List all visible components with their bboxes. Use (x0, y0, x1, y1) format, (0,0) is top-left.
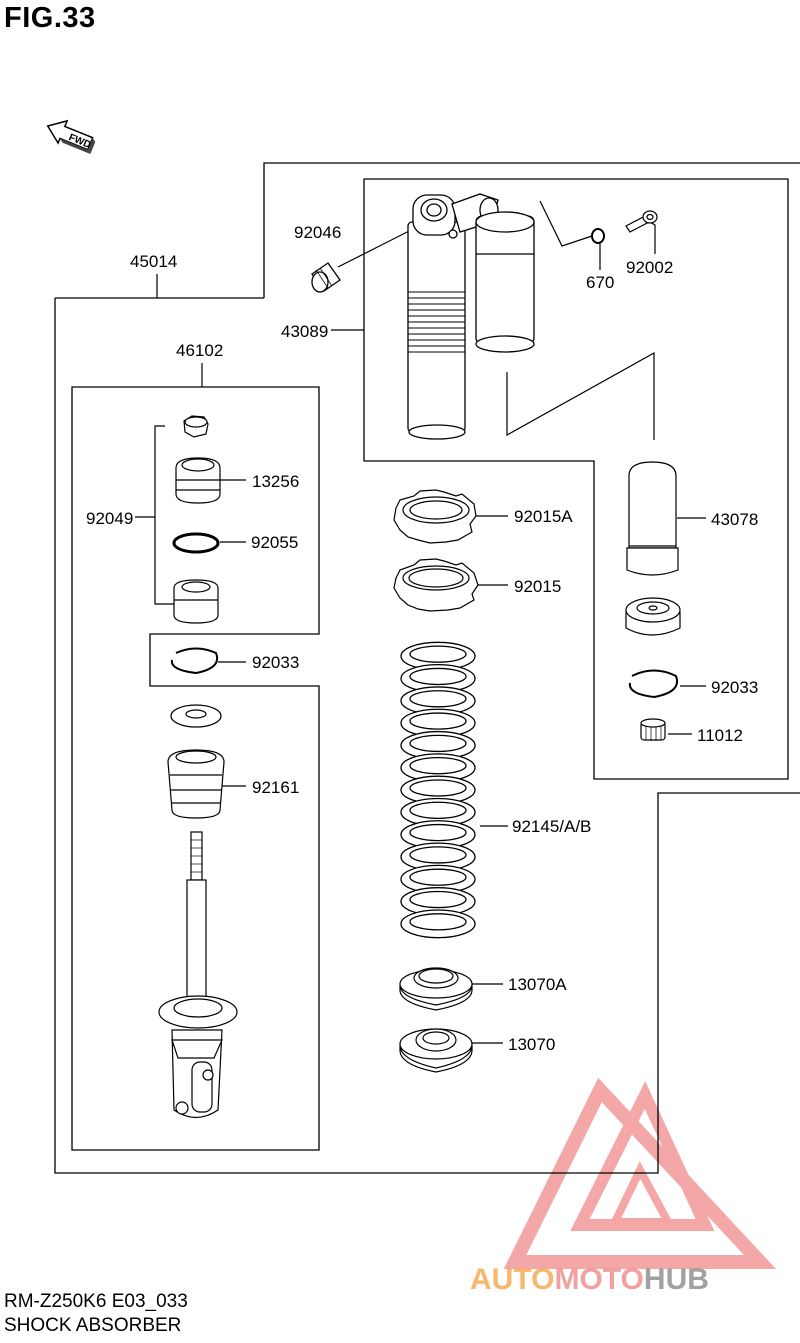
bolt-92002 (625, 210, 658, 233)
oring-92055 (172, 532, 220, 554)
label-92015A: 92015A (514, 507, 573, 526)
bumper-13256 (175, 457, 221, 504)
spring-coil-inner (409, 801, 467, 819)
label-43089: 43089 (281, 322, 328, 341)
section-name: SHOCK ABSORBER (4, 1315, 182, 1336)
watermark-triangle-core (608, 1161, 675, 1226)
label-92049: 92049 (86, 509, 133, 528)
spring-coil-inner (409, 712, 467, 730)
spring-coil-inner (409, 645, 467, 663)
outline-43089 (363, 178, 789, 780)
spring-coil-inner (409, 757, 467, 775)
body-threads (408, 291, 465, 353)
watermark-text-moto: MOTO (554, 1263, 643, 1296)
label-92033-left: 92033 (252, 653, 299, 672)
label-92002: 92002 (626, 258, 673, 277)
figure-title: FIG.33 (4, 2, 96, 34)
label-13256: 13256 (252, 472, 299, 491)
spring-coil-inner (409, 779, 467, 797)
oring-670 (591, 228, 605, 244)
part-labels: 45014 46102 92046 43089 670 92002 13256 … (86, 223, 758, 1054)
label-92046: 92046 (294, 223, 341, 242)
shock-body-43089 (407, 193, 535, 440)
spring-coil-inner (409, 846, 467, 864)
model-code: RM-Z250K6 E03_033 (4, 1291, 188, 1312)
bladder-43078 (626, 461, 679, 576)
bump-rubber-92161 (167, 749, 225, 819)
spring-coil-inner (409, 667, 467, 686)
outline-46102 (71, 386, 320, 1151)
label-13070: 13070 (508, 1035, 555, 1054)
watermark-text: AUTOMOTOHUB (470, 1263, 709, 1296)
label-670: 670 (586, 273, 614, 292)
spring-seat-13070A (399, 967, 473, 1011)
label-92033-right: 92033 (711, 678, 758, 697)
adjuster-nut-92015 (393, 558, 479, 612)
label-43078: 43078 (711, 510, 758, 529)
label-92145: 92145/A/B (512, 817, 591, 836)
spring-coil-inner (409, 913, 467, 931)
washer-left (170, 704, 222, 728)
bearing-11012 (640, 718, 666, 741)
collar-92049 (173, 579, 219, 624)
label-46102: 46102 (176, 341, 223, 360)
label-11012: 11012 (697, 726, 743, 745)
lock-nut-92015A (393, 489, 477, 544)
bushing-92046 (311, 262, 341, 293)
coil-spring-92145 (400, 641, 476, 939)
spring-coil-inner (409, 890, 467, 909)
spring-coil-inner (409, 868, 467, 886)
watermark-text-auto: AUTO (470, 1263, 554, 1296)
spring-coil (400, 909, 476, 939)
label-92161: 92161 (252, 778, 299, 797)
watermark-logo (503, 1077, 777, 1269)
watermark-text-hub: HUB (644, 1263, 709, 1296)
nut-92049 (183, 415, 209, 438)
footer: RM-Z250K6 E03_033 SHOCK ABSORBER (4, 1290, 188, 1338)
watermark-triangle-inner (570, 1081, 715, 1231)
spring-coil-inner (409, 734, 467, 753)
label-92015: 92015 (514, 577, 561, 596)
label-92055: 92055 (251, 533, 298, 552)
spring-coil-inner (409, 823, 467, 842)
snap-ring-92033-right (628, 669, 678, 699)
piston-rod (158, 831, 238, 1119)
spring-seat-13070 (399, 1028, 473, 1073)
label-45014: 45014 (130, 252, 177, 271)
fwd-arrow-icon: FWD (46, 119, 96, 155)
reservoir-cap (625, 597, 681, 636)
outline-45014 (54, 162, 800, 1174)
snap-ring-92033-left (170, 647, 218, 675)
label-13070A: 13070A (508, 975, 567, 994)
spring-coil-inner (409, 690, 467, 708)
